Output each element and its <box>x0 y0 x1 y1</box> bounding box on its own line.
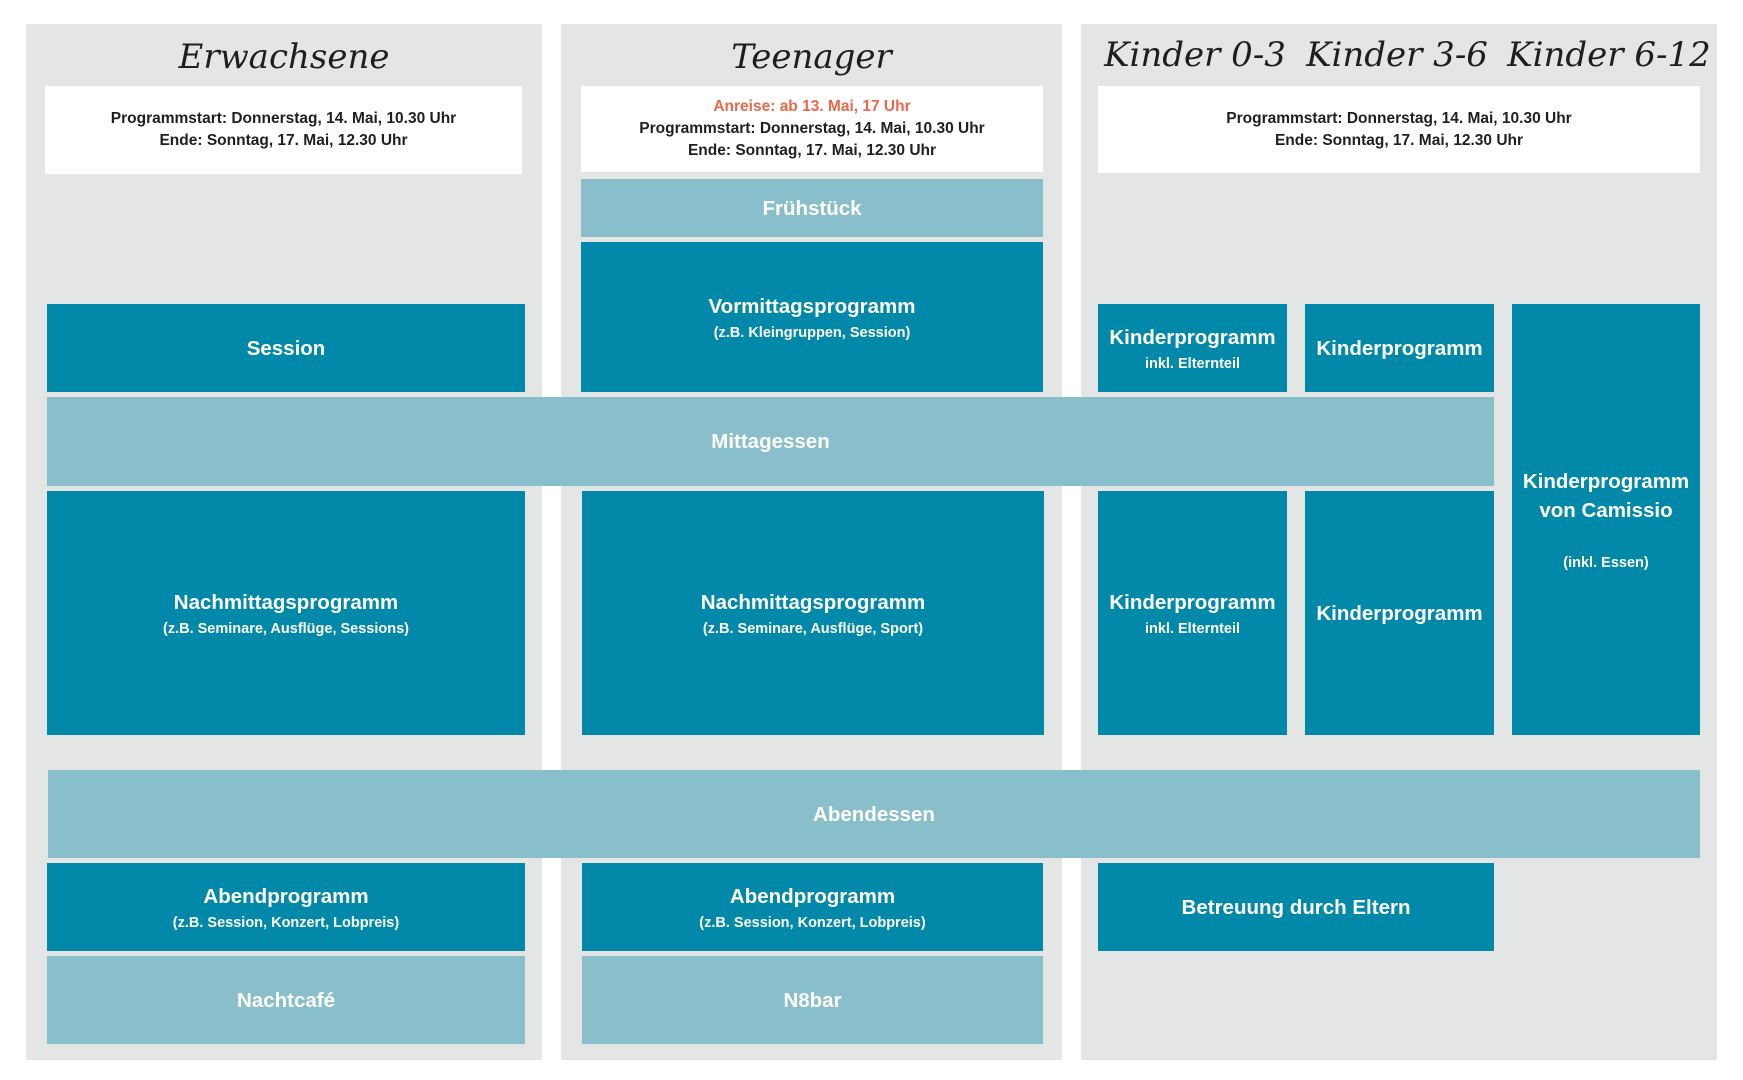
block-title: Betreuung durch Eltern <box>1181 895 1411 919</box>
block-title: Session <box>246 336 326 360</box>
block-subtitle: inkl. Elternteil <box>1144 620 1241 637</box>
kids-info-box: Programmstart: Donnerstag, 14. Mai, 10.3… <box>1098 86 1700 173</box>
program-start-text: Programmstart: Donnerstag, 14. Mai, 10.3… <box>639 120 985 137</box>
program-start-text: Programmstart: Donnerstag, 14. Mai, 10.3… <box>1226 109 1572 127</box>
session-block: Session <box>47 304 525 392</box>
program-end-text: Ende: Sonntag, 17. Mai, 12.30 Uhr <box>1274 131 1524 149</box>
block-title-line1: Kinderprogramm <box>1522 469 1690 493</box>
block-subtitle: (inkl. Essen) <box>1563 554 1649 571</box>
abendprogramm-adults-block: Abendprogramm (z.B. Session, Konzert, Lo… <box>47 863 525 951</box>
block-title: Abendprogramm <box>203 884 369 908</box>
adults-header: Erwachsene <box>178 37 390 77</box>
block-subtitle: (z.B. Session, Konzert, Lobpreis) <box>172 914 400 931</box>
block-subtitle: (z.B. Seminare, Ausflüge, Sport) <box>702 620 924 637</box>
block-title: Nachmittagsprogramm <box>700 590 926 614</box>
program-end-text: Ende: Sonntag, 17. Mai, 12.30 Uhr <box>159 132 408 149</box>
kinderprogramm-0-3-morning-block: Kinderprogramm inkl. Elternteil <box>1098 304 1287 392</box>
block-title: Kinderprogramm <box>1316 601 1483 625</box>
block-title: Mittagessen <box>711 430 830 453</box>
teens-info-box: Anreise: ab 13. Mai, 17 Uhr Programmstar… <box>581 86 1043 172</box>
betreuung-block: Betreuung durch Eltern <box>1098 863 1494 951</box>
block-subtitle: (z.B. Kleingruppen, Session) <box>713 324 911 341</box>
block-title: Abendprogramm <box>729 884 896 908</box>
block-title: Kinderprogramm <box>1109 325 1276 349</box>
kids-6-12-header: Kinder 6-12 <box>1507 35 1711 75</box>
block-title: Frühstück <box>762 196 862 220</box>
camissio-block: Kinderprogramm von Camissio (inkl. Essen… <box>1512 304 1700 735</box>
block-title: Abendessen <box>813 802 935 826</box>
fruehstueck-block: Frühstück <box>581 179 1043 237</box>
kinderprogramm-3-6-morning-block: Kinderprogramm <box>1305 304 1494 392</box>
program-end-text: Ende: Sonntag, 17. Mai, 12.30 Uhr <box>687 142 937 159</box>
block-title: Kinderprogramm <box>1316 336 1483 360</box>
n8bar-block: N8bar <box>582 956 1043 1044</box>
kids-3-6-header: Kinder 3-6 <box>1306 35 1488 75</box>
block-title: N8bar <box>783 988 842 1012</box>
block-title: Vormittagsprogramm <box>708 294 916 318</box>
block-title: Nachtcafé <box>237 988 335 1012</box>
nachmittag-adults-block: Nachmittagsprogramm (z.B. Seminare, Ausf… <box>47 491 525 735</box>
abendessen-block: Abendessen <box>48 770 1700 858</box>
teens-header: Teenager <box>731 37 892 77</box>
block-title-line2: von Camissio <box>1539 498 1673 522</box>
kids-0-3-header: Kinder 0-3 <box>1104 35 1286 75</box>
block-title: Nachmittagsprogramm <box>173 590 399 614</box>
vormittagsprogramm-block: Vormittagsprogramm (z.B. Kleingruppen, S… <box>581 242 1043 392</box>
arrival-text: Anreise: ab 13. Mai, 17 Uhr <box>713 98 911 115</box>
nachmittag-teens-block: Nachmittagsprogramm (z.B. Seminare, Ausf… <box>582 491 1044 735</box>
kinderprogramm-3-6-afternoon-block: Kinderprogramm <box>1305 491 1494 735</box>
adults-info-box: Programmstart: Donnerstag, 14. Mai, 10.3… <box>45 86 522 174</box>
nachtcafe-block: Nachtcafé <box>47 956 525 1044</box>
block-title: Kinderprogramm <box>1109 590 1276 614</box>
block-subtitle: (z.B. Seminare, Ausflüge, Sessions) <box>162 620 410 637</box>
block-subtitle: (z.B. Session, Konzert, Lobpreis) <box>699 914 926 931</box>
kinderprogramm-0-3-afternoon-block: Kinderprogramm inkl. Elternteil <box>1098 491 1287 735</box>
program-start-text: Programmstart: Donnerstag, 14. Mai, 10.3… <box>110 110 457 127</box>
mittagessen-block: Mittagessen <box>47 397 1494 486</box>
block-subtitle: inkl. Elternteil <box>1144 355 1241 372</box>
abendprogramm-teens-block: Abendprogramm (z.B. Session, Konzert, Lo… <box>582 863 1043 951</box>
